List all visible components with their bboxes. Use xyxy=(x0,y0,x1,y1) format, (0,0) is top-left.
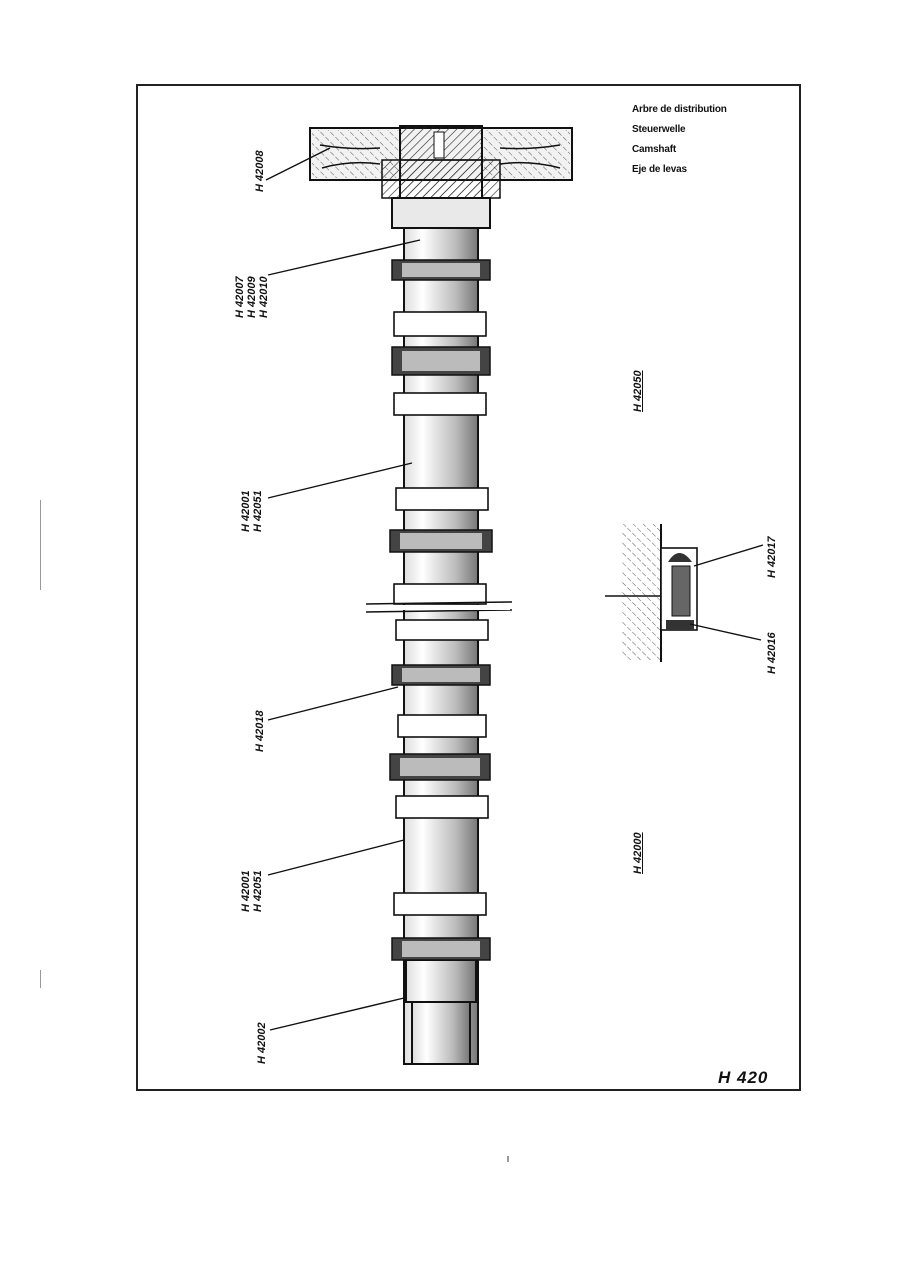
scan-artifact xyxy=(40,500,41,590)
camshaft-body xyxy=(365,197,513,1065)
cam-lobes xyxy=(393,311,489,916)
sprocket xyxy=(309,125,573,199)
assembly-label-lower: H 42000 xyxy=(632,832,644,874)
title-german: Steuerwelle xyxy=(632,124,686,135)
title-english: Camshaft xyxy=(632,144,676,155)
scan-artifact xyxy=(40,970,41,988)
break-lines xyxy=(365,601,513,613)
callout-shaft-upper: H 42001 H 42051 xyxy=(240,490,264,532)
page-number: H 420 xyxy=(718,1068,769,1087)
title-french: Arbre de distribution xyxy=(632,104,727,115)
detail-view xyxy=(605,524,698,662)
callout-detail-bottom: H 42016 xyxy=(766,632,778,674)
callout-bearing-ring: H 42018 xyxy=(254,710,266,752)
assembly-label-upper: H 42050 xyxy=(632,370,644,412)
callout-detail-top: H 42017 xyxy=(766,536,778,578)
scan-artifact xyxy=(507,1156,509,1162)
callout-front-journal: H 42007 H 42009 H 42010 xyxy=(234,276,270,318)
callout-sprocket: H 42008 xyxy=(254,150,266,192)
title-spanish: Eje de levas xyxy=(632,164,687,175)
leader-lines xyxy=(265,147,764,1031)
drawing-frame xyxy=(136,84,801,1091)
callout-rear-end: H 42002 xyxy=(256,1022,268,1064)
callout-shaft-lower: H 42001 H 42051 xyxy=(240,870,264,912)
